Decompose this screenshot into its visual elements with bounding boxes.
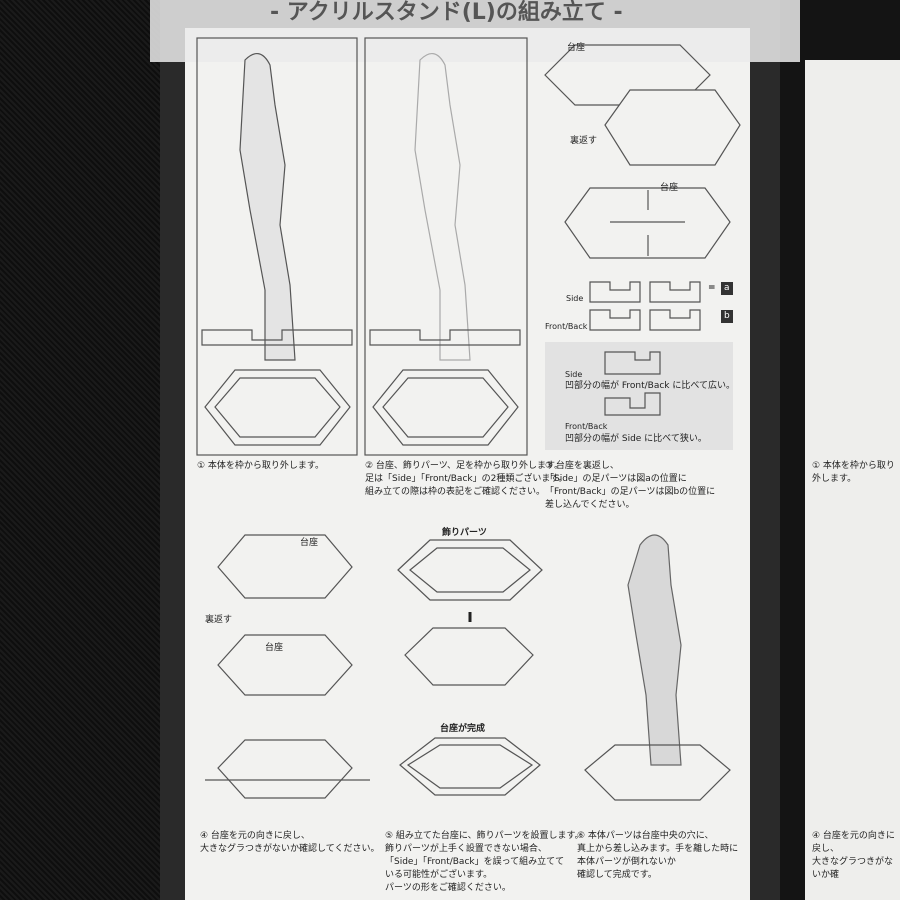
- foot-parts-2: [369, 329, 521, 346]
- base-hexagon-2: [372, 369, 519, 446]
- step-4: ④ 台座を元の向きに戻し、 大きなグラつきがないか確認してください。: [200, 831, 380, 854]
- character-silhouette-1: [239, 53, 296, 361]
- plastic-header-film: [150, 0, 800, 62]
- base-hexagon-inner-2: [382, 377, 509, 438]
- base-slot-diagram: [564, 187, 731, 259]
- black-fabric-background: [0, 0, 170, 900]
- frame-panel-2: [364, 37, 528, 456]
- label-b: b: [721, 310, 733, 323]
- foot-parts-1: [201, 329, 353, 346]
- base-hexagon-1: [204, 369, 351, 446]
- note-side: 凹部分の幅が Front/Back に比べて広い。: [565, 381, 736, 391]
- label-base: 台座: [567, 43, 586, 53]
- label-flip-step4: 裏返す: [205, 615, 233, 625]
- step5-base: [404, 627, 534, 686]
- character-cutout-2: [414, 53, 471, 361]
- adjacent-instruction-sheet: [805, 60, 900, 900]
- label-front-back: Front/Back: [545, 322, 588, 331]
- step-1: ① 本体を枠から取り外します。: [197, 461, 325, 471]
- label-decoration: 飾りパーツ: [442, 528, 487, 538]
- step-3: ③ 台座を裏返し、 「Side」の足パーツは図aの位置に 「Front/Back…: [545, 461, 716, 510]
- base-flipped-view: [604, 89, 741, 166]
- sheet-title: - アクリルスタンド(L)の組み立て -: [270, 0, 623, 25]
- decoration-part: [397, 539, 543, 601]
- assembled-base: [399, 737, 541, 796]
- right-sheet-step-1: ① 本体を枠から取り外します。: [812, 461, 895, 484]
- compare-label-front-back: Front/Back: [565, 422, 608, 431]
- label-flip: 裏返す: [570, 136, 598, 146]
- label-a: a: [721, 282, 733, 295]
- label-side: Side: [566, 294, 584, 303]
- label-base-done: 台座が完成: [440, 724, 486, 734]
- compare-label-side: Side: [565, 370, 583, 379]
- step-6: ⑥ 本体パーツは台座中央の穴に、 真上から差し込みます。手を離した時に 本体パー…: [577, 831, 739, 880]
- step4-base-1: [217, 534, 353, 599]
- note-front-back: 凹部分の幅が Side に比べて狭い。: [565, 434, 707, 444]
- character-standing: [627, 534, 682, 766]
- leg-parts: [589, 281, 701, 331]
- leg-shapes-compare: [604, 351, 661, 416]
- label-eq: =: [708, 283, 716, 293]
- base-top-view: [544, 44, 711, 106]
- step4-base-3: [217, 739, 353, 799]
- step-5: ⑤ 組み立てた台座に、飾りパーツを設置します。 飾りパーツが上手く設置できない場…: [385, 831, 584, 893]
- step4-base-2: [217, 634, 353, 696]
- label-base-2: 台座: [660, 183, 679, 193]
- label-base-step4b: 台座: [265, 643, 284, 653]
- base-hexagon-inner-1: [214, 377, 341, 438]
- step-2: ② 台座、飾りパーツ、足を枠から取り外します。 足は「Side」「Front/B…: [365, 461, 568, 497]
- right-sheet-step-4: ④ 台座を元の向きに戻し、 大きなグラつきがないか確: [812, 831, 895, 880]
- frame-panel-1: [196, 37, 358, 456]
- label-base-step4: 台座: [300, 538, 319, 548]
- step6-base: [584, 744, 731, 801]
